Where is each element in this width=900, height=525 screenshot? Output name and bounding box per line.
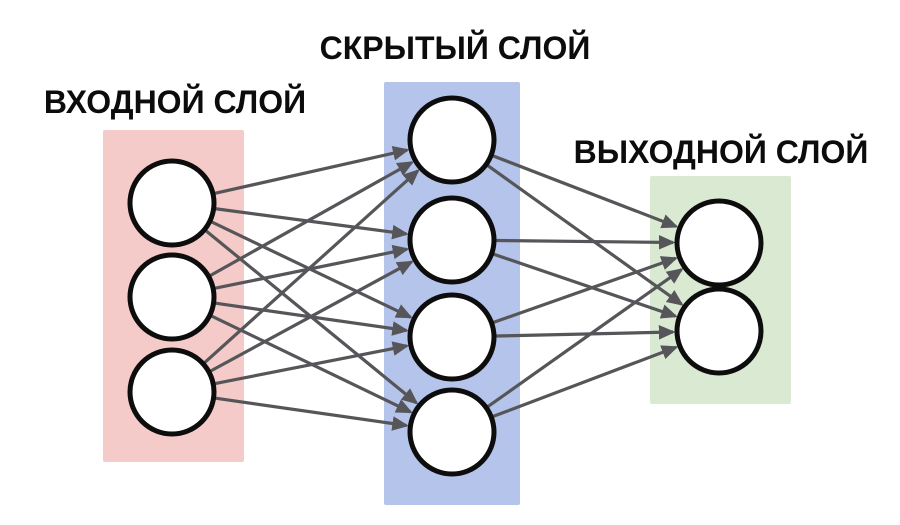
- hidden-node-2: [407, 195, 497, 285]
- connection-arrow-hidden-to-output: [486, 268, 684, 408]
- connection-arrow-hidden-to-output: [493, 252, 678, 319]
- output-layer-label: ВЫХОДНОЙ СЛОЙ: [573, 134, 869, 170]
- output-node-2: [674, 286, 764, 376]
- input-node-1: [127, 158, 217, 248]
- connection-arrows: [203, 146, 684, 431]
- connection-arrow-hidden-to-output: [495, 325, 676, 340]
- input-node-2: [127, 252, 217, 342]
- input-node-3: [127, 347, 217, 437]
- connection-arrow-hidden-to-output: [486, 164, 684, 306]
- connection-arrow-input-to-hidden: [203, 169, 420, 364]
- neuron-nodes: [127, 95, 764, 477]
- hidden-node-1: [407, 95, 497, 185]
- connection-arrow-input-to-hidden: [214, 341, 410, 386]
- connection-arrow-input-to-hidden: [215, 396, 409, 431]
- connection-arrow-hidden-to-output: [495, 235, 676, 250]
- connection-arrow-hidden-to-output: [492, 154, 679, 229]
- connection-arrow-input-to-hidden: [215, 207, 409, 240]
- connection-arrow-input-to-hidden: [209, 161, 415, 277]
- connection-arrow-input-to-hidden: [209, 260, 414, 373]
- hidden-node-4: [407, 387, 497, 477]
- hidden-node-3: [407, 292, 497, 382]
- connection-arrow-input-to-hidden: [214, 146, 410, 195]
- connection-arrow-hidden-to-output: [492, 345, 679, 418]
- input-layer-label: ВХОДНОЙ СЛОЙ: [43, 84, 307, 120]
- connection-arrow-hidden-to-output: [492, 256, 678, 324]
- output-node-1: [674, 198, 764, 288]
- hidden-layer-label: СКРЫТЫЙ СЛОЙ: [319, 30, 591, 66]
